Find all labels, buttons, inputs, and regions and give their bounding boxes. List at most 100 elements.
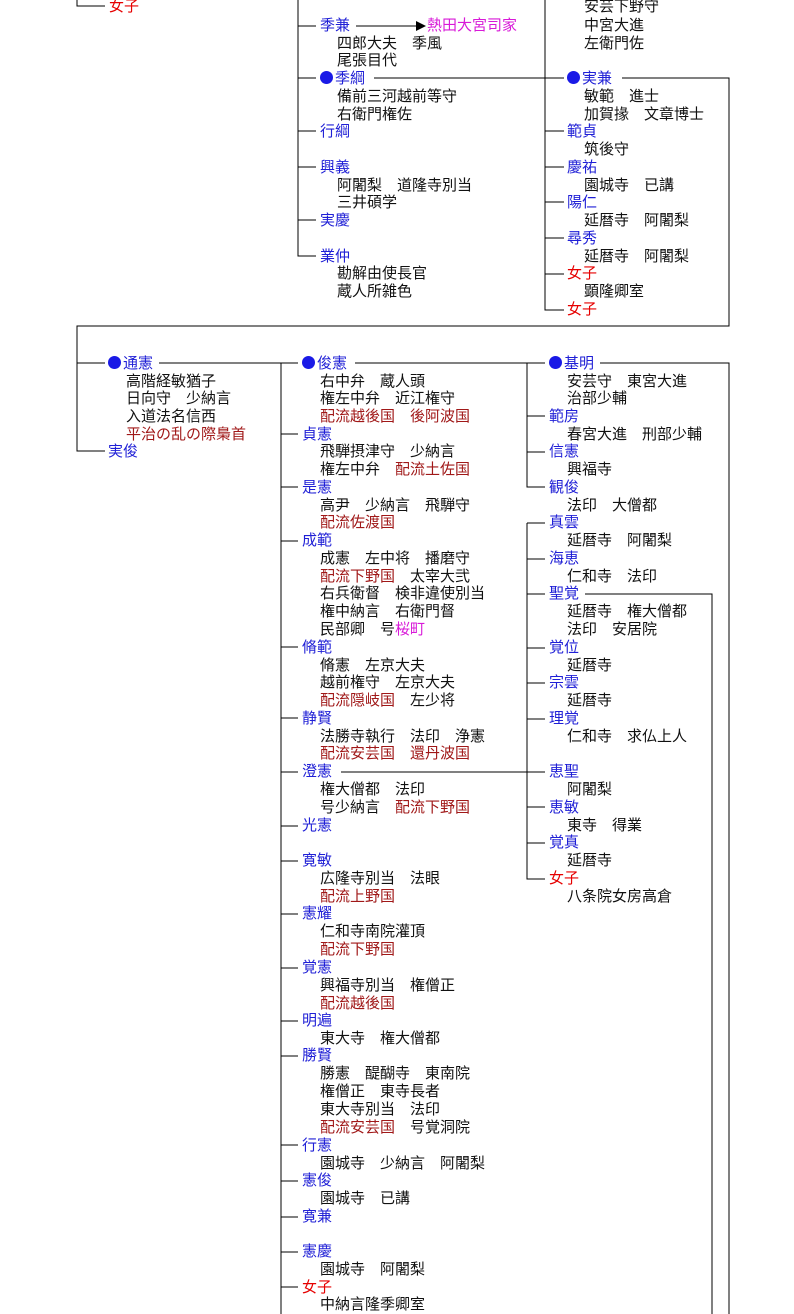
person-shinun: 真雲 bbox=[549, 513, 580, 531]
note: 配流隠岐国 左少将 bbox=[320, 691, 456, 709]
exile-note: 配流下野国 bbox=[320, 940, 396, 958]
person-jikkei: 実慶 bbox=[320, 211, 351, 229]
person-suetsuna: 季綱 bbox=[320, 70, 365, 87]
person-kenkei: 憲慶 bbox=[302, 1242, 333, 1260]
note: 法印 大僧都 bbox=[567, 496, 658, 514]
person-shigenori: 成範 bbox=[302, 531, 333, 549]
main-line-dot-icon bbox=[302, 356, 315, 369]
note: 権僧正 東寺長者 bbox=[320, 1082, 441, 1100]
note: 仁和寺 法印 bbox=[567, 567, 658, 585]
note: 中納言隆季卿室 bbox=[320, 1295, 426, 1313]
person-nyoshi: 女子 bbox=[549, 869, 580, 887]
person-koken: 光憲 bbox=[302, 816, 333, 834]
note: 民部卿 号桜町 bbox=[320, 620, 426, 638]
note: 広隆寺別当 法眼 bbox=[320, 869, 441, 887]
exile-note: 配流佐渡国 bbox=[320, 513, 396, 531]
note: 高階経敏猶子 bbox=[126, 372, 217, 390]
note: 阿闍梨 bbox=[567, 780, 613, 798]
person-gyoken: 行憲 bbox=[302, 1136, 333, 1154]
note: 阿闍梨 道隆寺別当 bbox=[337, 176, 473, 194]
person-kogi: 興義 bbox=[320, 158, 351, 176]
note: 延暦寺 阿闍梨 bbox=[567, 531, 673, 549]
note: 東寺 得業 bbox=[567, 816, 643, 834]
person-keisho: 恵聖 bbox=[549, 762, 580, 780]
person-narinaka: 業仲 bbox=[320, 247, 351, 265]
note: 延暦寺 阿闍梨 bbox=[584, 211, 690, 229]
main-line-dot-icon bbox=[549, 356, 562, 369]
person-shoken: 勝賢 bbox=[302, 1046, 333, 1064]
note: 加賀掾 文章博士 bbox=[584, 105, 705, 123]
note: 延暦寺 権大僧都 bbox=[567, 602, 688, 620]
note: 東大寺別当 法印 bbox=[320, 1100, 441, 1118]
person-kenyo: 憲耀 bbox=[302, 904, 333, 922]
person-norifusa: 範房 bbox=[549, 407, 580, 425]
person-meihen: 明遍 bbox=[302, 1011, 333, 1029]
note: 安芸守 東宮大進 bbox=[567, 372, 688, 390]
main-line-dot-icon bbox=[320, 71, 333, 84]
note: 園城寺 已講 bbox=[584, 176, 675, 194]
note: 脩憲 左京大夫 bbox=[320, 656, 426, 674]
person-kenshun: 憲俊 bbox=[302, 1171, 333, 1189]
top-c1-nyoshi: 女子 bbox=[109, 0, 140, 15]
note: 延暦寺 阿闍梨 bbox=[584, 247, 690, 265]
house-link-atsuta: 熱田大宮司家 bbox=[427, 16, 518, 34]
note: 高尹 少納言 飛騨守 bbox=[320, 496, 471, 514]
person-kanken: 寛兼 bbox=[302, 1207, 333, 1225]
note: 号少納言 配流下野国 bbox=[320, 798, 471, 816]
person-rikaku: 理覚 bbox=[549, 709, 580, 727]
person-nyoshi: 女子 bbox=[302, 1278, 333, 1296]
note: 日向守 少納言 bbox=[126, 389, 232, 407]
note: 配流下野国 太宰大弐 bbox=[320, 567, 471, 585]
note: 勝憲 醍醐寺 東南院 bbox=[320, 1064, 471, 1082]
person-yukitsuna: 行綱 bbox=[320, 122, 351, 140]
note: 興福寺 bbox=[567, 460, 613, 478]
exile-note: 配流越後国 bbox=[320, 994, 396, 1012]
note: 治部少輔 bbox=[567, 389, 628, 407]
person-kakubin: 寛敏 bbox=[302, 851, 333, 869]
person-choken: 澄憲 bbox=[302, 762, 333, 780]
note: 仁和寺南院灌頂 bbox=[320, 922, 426, 940]
exile-note: 配流上野国 bbox=[320, 887, 396, 905]
person-nyoshi: 女子 bbox=[567, 300, 598, 318]
note: 勘解由使長官 bbox=[337, 264, 428, 282]
exile-note: 配流越後国 後阿波国 bbox=[320, 407, 471, 425]
note: 権大僧都 法印 bbox=[320, 780, 426, 798]
note: 中宮大進 bbox=[584, 16, 645, 34]
note: 右兵衛督 検非違使別当 bbox=[320, 584, 486, 602]
main-line-dot-icon bbox=[108, 356, 121, 369]
note: 顕隆卿室 bbox=[584, 282, 645, 300]
note: 四郎大夫 季風 bbox=[337, 34, 443, 52]
person-nyoshi: 女子 bbox=[567, 264, 598, 282]
person-suekane: 季兼 bbox=[320, 16, 351, 34]
person-kakushin: 覚真 bbox=[549, 833, 580, 851]
note: 敏範 進士 bbox=[584, 87, 660, 105]
person-sanekane: 実兼 bbox=[567, 70, 612, 87]
person-soun: 宗雲 bbox=[549, 673, 580, 691]
note: 配流安芸国 号覚洞院 bbox=[320, 1118, 471, 1136]
person-jisshun: 実俊 bbox=[108, 442, 139, 460]
note: 三井碩学 bbox=[337, 193, 398, 211]
person-kakuken: 覚憲 bbox=[302, 958, 333, 976]
person-korenori: 是憲 bbox=[302, 478, 333, 496]
note: 延暦寺 bbox=[567, 691, 613, 709]
note: 安芸下野守 bbox=[584, 0, 660, 15]
person-kanshun: 観俊 bbox=[549, 478, 580, 496]
main-line-dot-icon bbox=[567, 71, 580, 84]
note: 東大寺 権大僧都 bbox=[320, 1029, 441, 1047]
note: 右衛門権佐 bbox=[337, 105, 413, 123]
person-ebin: 恵敏 bbox=[549, 798, 580, 816]
note: 権中納言 右衛門督 bbox=[320, 602, 456, 620]
person-shinzei: 通憲 bbox=[108, 355, 153, 372]
note: 入道法名信西 bbox=[126, 407, 217, 425]
exile-note: 平治の乱の際梟首 bbox=[126, 425, 247, 443]
note: 興福寺別当 権僧正 bbox=[320, 976, 456, 994]
note: 延暦寺 bbox=[567, 656, 613, 674]
person-yonin: 陽仁 bbox=[567, 193, 598, 211]
person-keiyu: 慶祐 bbox=[567, 158, 598, 176]
person-seikaku: 聖覚 bbox=[549, 584, 580, 602]
person-sadanori: 貞憲 bbox=[302, 425, 333, 443]
note: 園城寺 少納言 阿闍梨 bbox=[320, 1154, 486, 1172]
note: 仁和寺 求仏上人 bbox=[567, 727, 688, 745]
note: 飛騨摂津守 少納言 bbox=[320, 442, 456, 460]
